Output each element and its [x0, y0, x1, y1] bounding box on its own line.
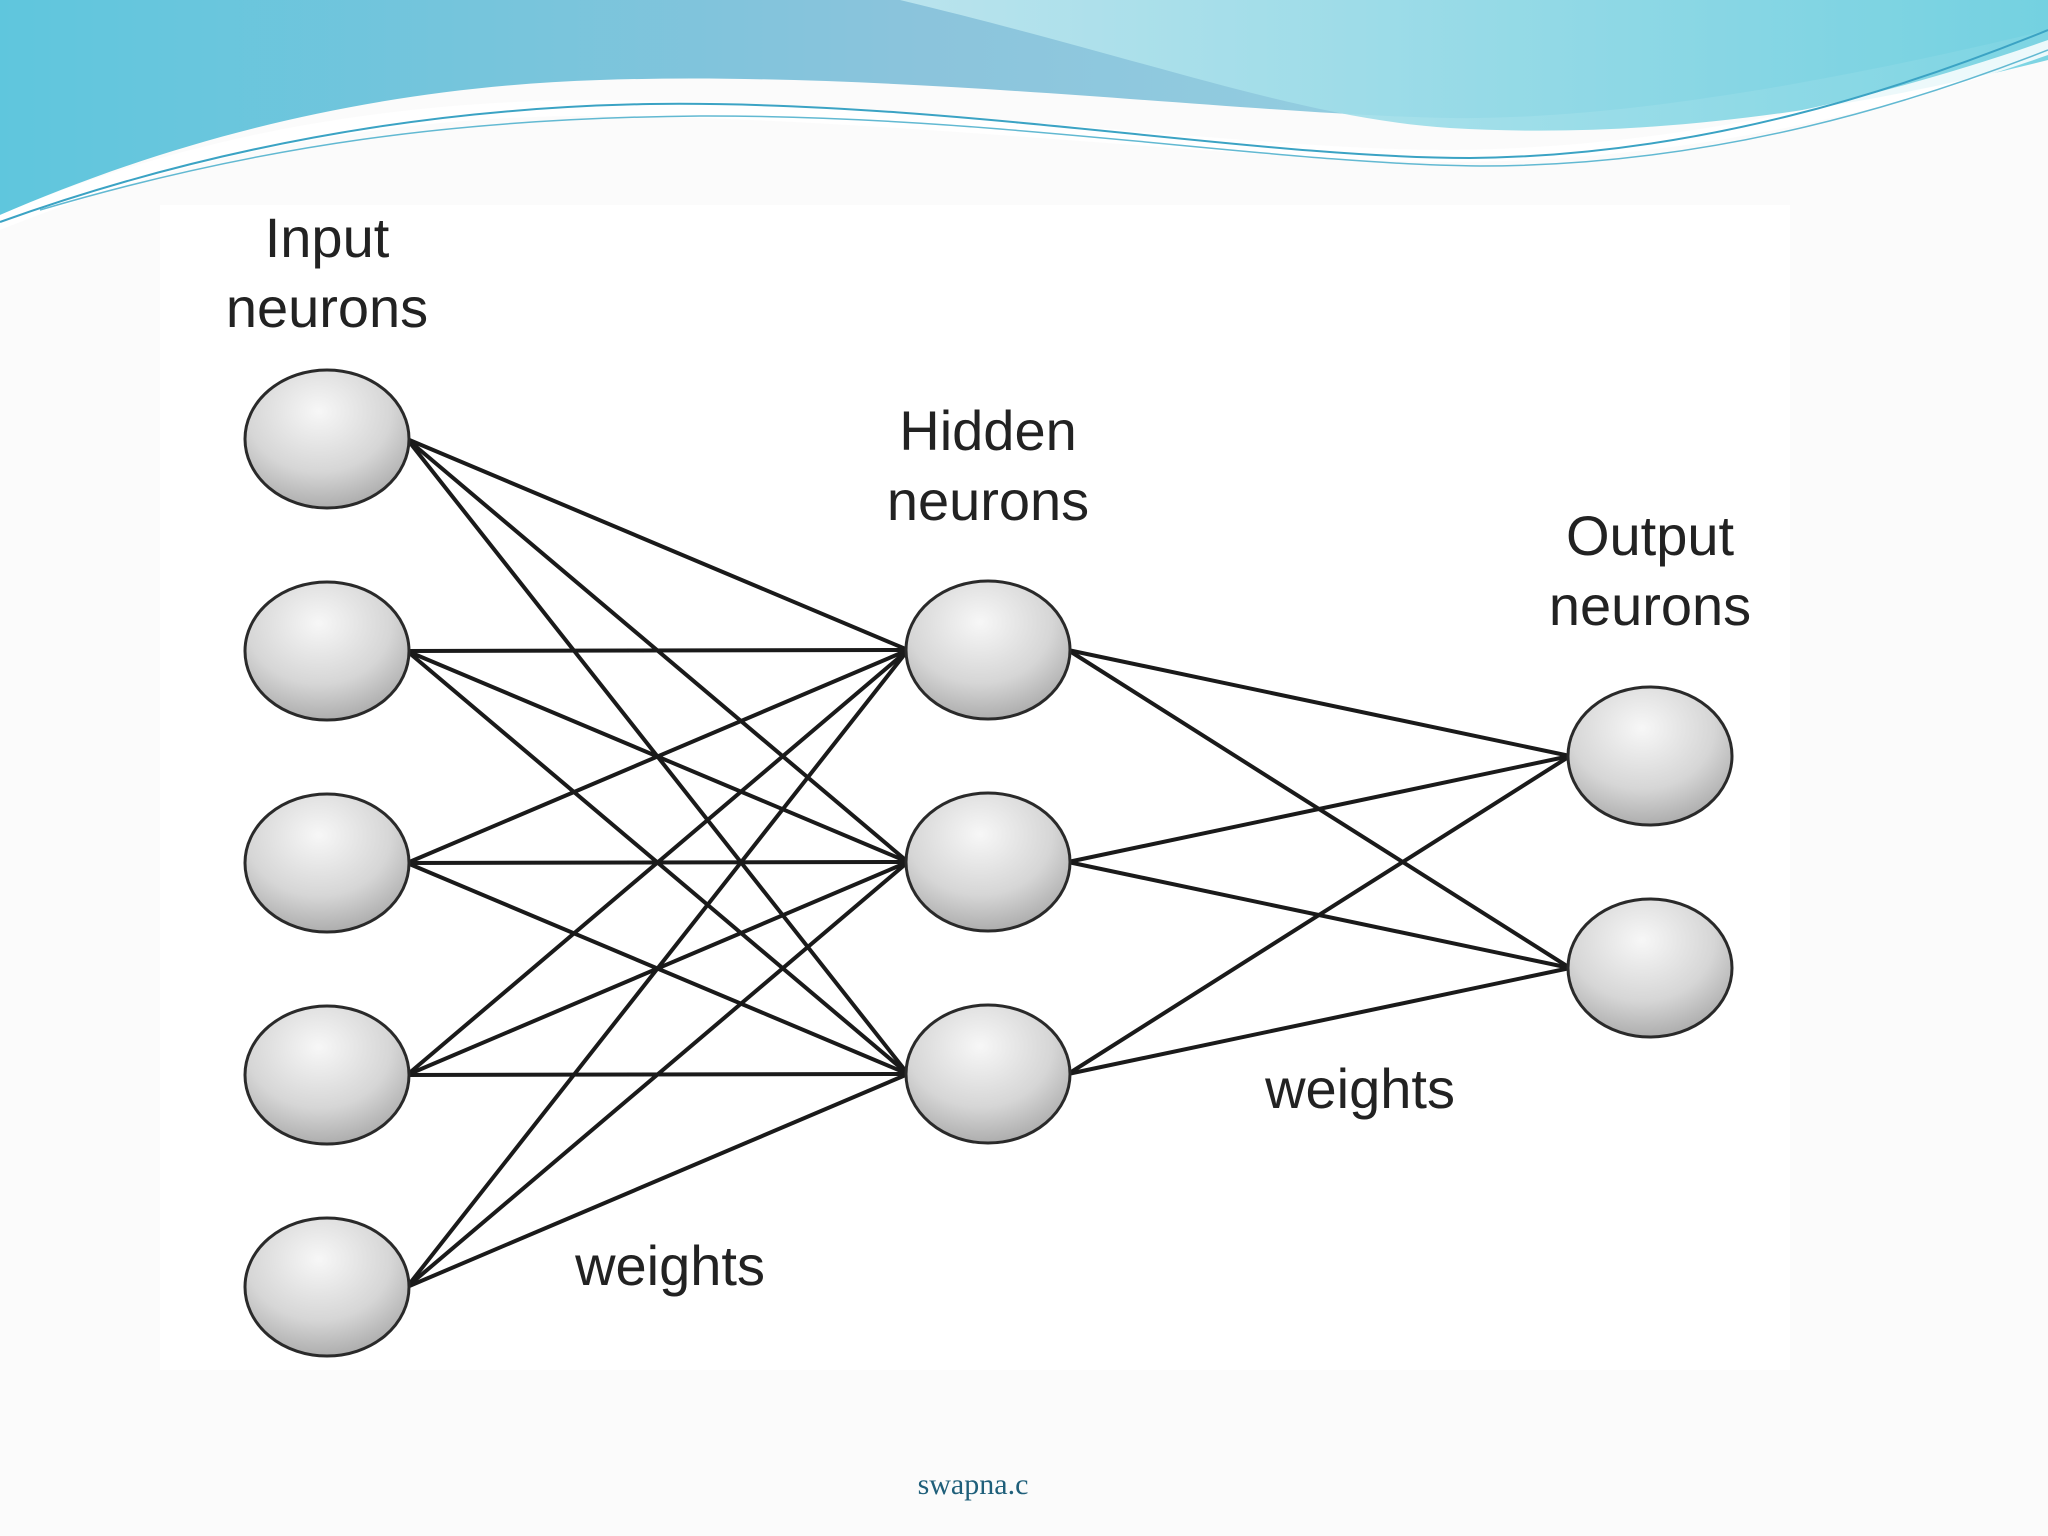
hidden-neuron-2 — [904, 791, 1072, 933]
output-layer-label-line1: Output — [1566, 504, 1735, 567]
edge-hidden-3-to-output-2 — [1067, 966, 1571, 1076]
edge-input-2-to-hidden-1 — [406, 648, 909, 653]
hidden-neuron-1 — [904, 579, 1072, 721]
hidden-layer-label-line2: neurons — [887, 469, 1089, 532]
input-neuron-1 — [243, 368, 411, 510]
edge-input-5-to-hidden-3 — [406, 1072, 909, 1289]
weights-label-input-hidden: weights — [574, 1234, 765, 1297]
neural-network-diagram: Input neurons Hidden neurons Output neur… — [226, 206, 1751, 1358]
output-neuron-1 — [1566, 685, 1734, 827]
hidden-layer-label-line1: Hidden — [899, 399, 1076, 462]
footer-author: swapna.c — [917, 1468, 1029, 1501]
edge-input-4-to-hidden-1 — [405, 648, 910, 1077]
header-wave-decoration — [0, 0, 2048, 230]
input-layer-label-line1: Input — [265, 206, 390, 269]
output-layer-label-line2: neurons — [1549, 574, 1751, 637]
edge-input-5-to-hidden-1 — [405, 648, 910, 1289]
edge-hidden-3-to-output-1 — [1066, 754, 1572, 1076]
weights-label-hidden-output: weights — [1264, 1057, 1455, 1120]
output-neuron-2 — [1566, 897, 1734, 1039]
wave-line-2 — [39, 49, 2048, 211]
wave-line-1 — [0, 29, 2048, 223]
input-neuron-2 — [243, 580, 411, 722]
input-neuron-5 — [243, 1216, 411, 1358]
edge-input-5-to-hidden-2 — [405, 860, 910, 1289]
edge-input-3-to-hidden-1 — [406, 648, 909, 865]
input-layer-label-line2: neurons — [226, 276, 428, 339]
wave-band-light — [900, 0, 2048, 131]
neural-network-figure: Input neurons Hidden neurons Output neur… — [160, 205, 1790, 1370]
hidden-neuron-3 — [904, 1003, 1072, 1145]
input-neuron-4 — [243, 1004, 411, 1146]
wave-white-band — [0, 40, 2048, 230]
connection-edges — [405, 437, 1572, 1289]
neuron-nodes — [243, 368, 1734, 1358]
edge-input-1-to-hidden-1 — [406, 437, 909, 652]
edge-hidden-2-to-output-1 — [1067, 754, 1571, 864]
input-neuron-3 — [243, 792, 411, 934]
edge-hidden-1-to-output-1 — [1067, 648, 1571, 758]
